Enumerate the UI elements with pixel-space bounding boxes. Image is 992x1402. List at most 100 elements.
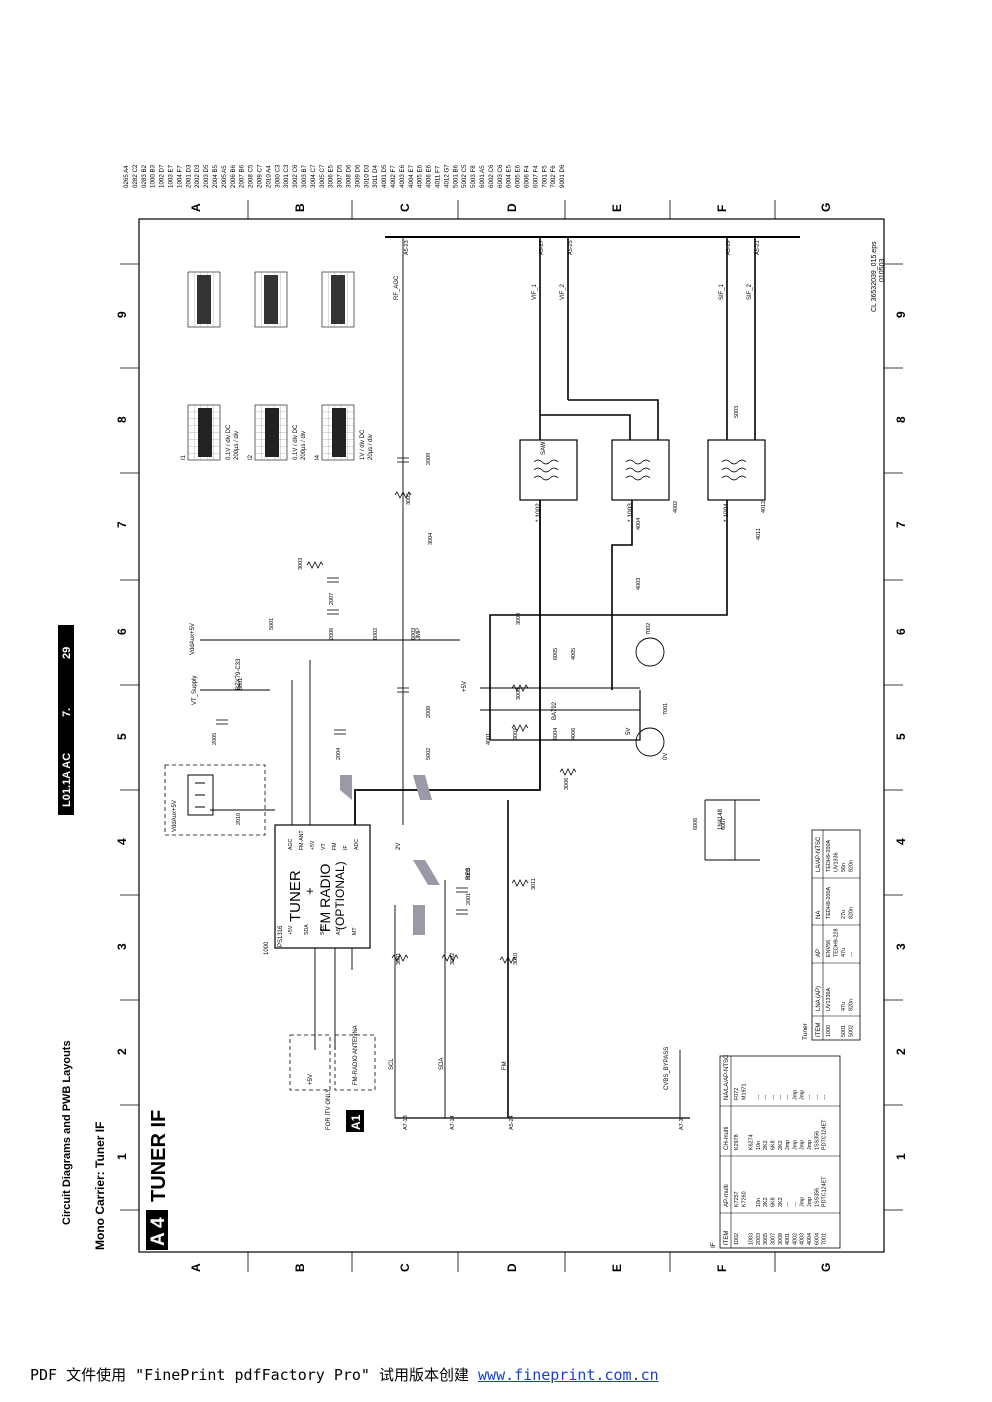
connector-label: A5-27: [539, 240, 545, 255]
component-ref: 2001: [466, 893, 472, 905]
coord-index-entry: 2007 B6: [239, 164, 246, 188]
component-ref: 2010: [236, 813, 242, 825]
connector-label: A7-3: [679, 1118, 685, 1130]
table-if-header: CH-multi: [724, 1127, 730, 1150]
connector-label: A5-24: [509, 1115, 515, 1130]
section-title: Circuit Diagrams and PWB Layouts: [61, 1040, 73, 1225]
component-ref: 4006: [571, 728, 577, 740]
table-if-cell: ---: [771, 1094, 777, 1100]
table-if-cell: Jmp: [800, 1197, 806, 1207]
coord-index-entry: 3004 C7: [310, 164, 317, 188]
table-if-header: ITEM: [724, 1231, 730, 1245]
scope-trace-I1: [187, 271, 221, 328]
coord-index-entry: 2001 D3: [185, 164, 192, 188]
border-col-right: 8: [894, 416, 908, 423]
border-row-bottom: E: [610, 1264, 624, 1272]
component-value: JMP: [416, 628, 422, 640]
coord-index-entry: 4001 D5: [381, 164, 388, 188]
table-if-cell: 7001: [822, 1233, 828, 1245]
border-col-right: 5: [894, 733, 908, 740]
border-col-left: 7: [115, 521, 129, 528]
table-if-cell: 1SS356: [814, 1131, 820, 1150]
table-tuner-cell: 820n: [849, 907, 855, 919]
component-ref: 5002: [426, 748, 432, 760]
tuner-block: TUNER + FM RADIO (OPTIONAL) 1000 PS1316 …: [264, 824, 371, 955]
coord-index-entry: 6001 A5: [479, 165, 486, 188]
table-if-cell: Jmp: [792, 1090, 798, 1100]
connector-label: A5-21: [755, 240, 761, 255]
component-ref: 4005: [571, 648, 577, 660]
component-value: 5V: [626, 728, 632, 735]
table-if-cell: 6K8: [771, 1140, 777, 1150]
table-if-cell: Jmp: [800, 1090, 806, 1100]
table-tuner-cell: 47u: [841, 1002, 847, 1011]
component-value: 0V: [663, 753, 669, 760]
component-ref: 3002: [450, 953, 456, 965]
table-if-cell: 1002: [734, 1233, 740, 1245]
coord-index-entry: 6002 C6: [488, 164, 495, 188]
component-ref: 6005: [553, 648, 559, 660]
table-tuner-cell: ENV56: [826, 940, 832, 957]
component-ref: 4012: [761, 501, 767, 513]
component-ref: 6006: [693, 818, 699, 830]
coord-index-entry: 1000 B3: [150, 164, 157, 188]
header-page: 29: [61, 647, 73, 659]
table-if-cell: ---: [792, 1201, 798, 1207]
table-if-cell: 3008: [778, 1233, 784, 1245]
border-row-bottom: A: [189, 1263, 203, 1272]
tuner-ref: 1000: [264, 941, 270, 955]
table-tuner-header: ITEM: [816, 1023, 822, 1037]
coord-index-entry: 4003 E6: [399, 164, 406, 188]
table-if-cell: K2978: [734, 1134, 740, 1150]
scope-id: I2: [248, 454, 254, 460]
signal-label: SDA: [439, 1058, 445, 1070]
tuner-pin-label: +5V: [288, 925, 294, 935]
table-if-cell: ---: [807, 1094, 813, 1100]
antenna-connector: [187, 774, 214, 816]
table-if-cell: 4004: [807, 1233, 813, 1245]
table-if-cell: 1SS356: [814, 1188, 820, 1207]
component-ref: 6002: [373, 628, 379, 640]
footer-link[interactable]: www.fineprint.com.cn: [478, 1366, 659, 1384]
coord-index-entry: 6007 F4: [532, 165, 539, 188]
component-value: BZX79-C33: [236, 658, 242, 690]
if-variant-table: IFITEMAP-multiCH-multiNA/LA/AP-NTSC1002K…: [710, 1054, 841, 1249]
border-row-top: B: [293, 203, 307, 212]
table-if-cell: 10n: [756, 1198, 762, 1207]
pdf-footer: PDF 文件使用 "FinePrint pdfFactory Pro" 试用版本…: [30, 1364, 659, 1385]
signal-label: SIF_2: [747, 283, 753, 300]
table-if-cell: 4003: [800, 1233, 806, 1245]
header-model: L01.1A AC: [61, 753, 73, 807]
table-if-cell: ---: [785, 1201, 791, 1207]
coord-index-entry: 4004 E7: [408, 164, 415, 188]
coord-index-entry: 3000 C3: [274, 164, 281, 188]
footer-text: PDF 文件使用 "FinePrint pdfFactory Pro" 试用版本…: [30, 1366, 469, 1384]
table-if-cell: Jmp: [792, 1140, 798, 1150]
component-ref: 4003: [636, 578, 642, 590]
table-tuner-title: Tuner: [802, 1022, 809, 1040]
component-ref: 2008: [426, 706, 432, 718]
table-tuner-cell: 56n: [841, 863, 847, 872]
signal-label: VT_Supply: [192, 676, 198, 705]
outer-frame: [138, 218, 885, 1253]
component-value: RES: [466, 868, 472, 880]
badge-letter: A: [148, 1232, 169, 1246]
table-tuner-cell: UV1336: [834, 853, 840, 872]
tuner-pin-label: VT: [321, 843, 327, 850]
coord-index-entry: 0282 C2: [132, 164, 139, 188]
component-ref: 3004: [428, 533, 434, 545]
itv-only-label: +5V: [308, 1074, 314, 1085]
border-col-right: 1: [894, 1153, 908, 1160]
table-tuner-header: LNA (AP): [816, 986, 822, 1011]
signal-label: SCL: [389, 1058, 395, 1070]
table-if-cell: 4002: [792, 1233, 798, 1245]
page-header: Circuit Diagrams and PWB Layouts L01.1A …: [58, 625, 74, 1225]
component-value: 2V: [396, 843, 402, 850]
filter-ref: * 1004: [723, 503, 730, 522]
border-row-top: A: [189, 203, 203, 212]
component-value: 1N4148: [718, 808, 724, 830]
